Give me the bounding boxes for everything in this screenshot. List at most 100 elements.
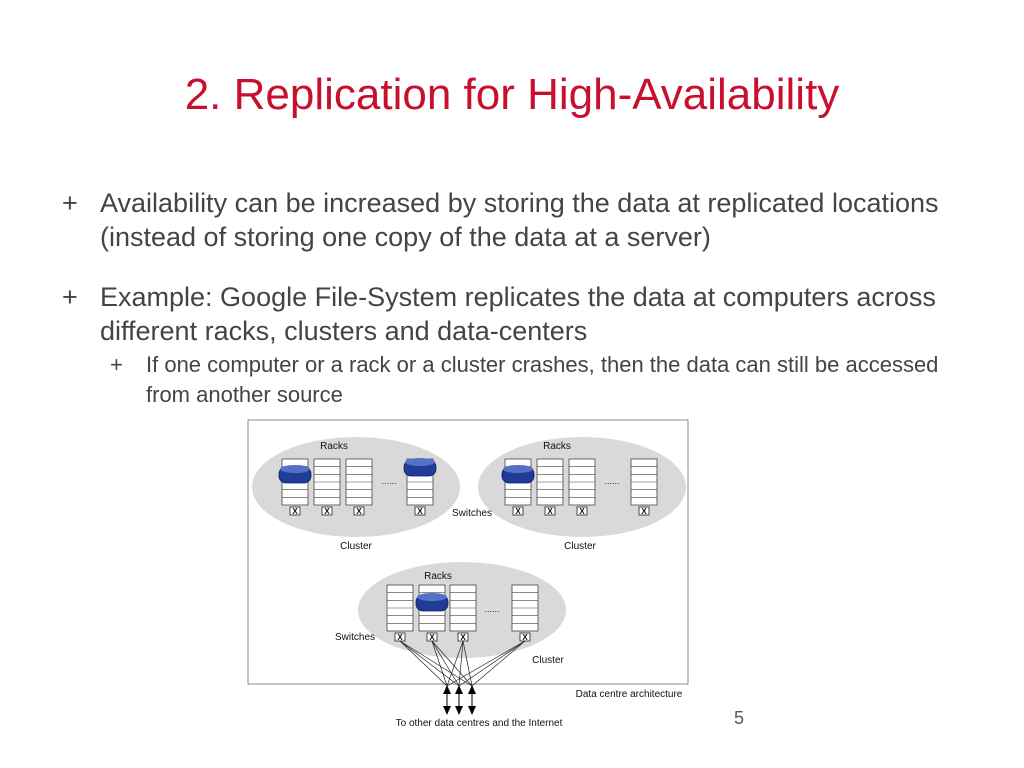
uplink-arrow-head-up-2 [455, 685, 463, 694]
subbullet-marker: + [110, 352, 123, 377]
rack-outline [281, 458, 309, 506]
cluster-left-ellipse [252, 437, 460, 537]
diagram-frame [247, 419, 689, 685]
racks-label-bottom: Racks [424, 571, 452, 582]
network-link [431, 640, 460, 687]
disk-bottom-1-top [417, 593, 447, 601]
cluster-label-left: Cluster [340, 541, 372, 552]
network-link [399, 640, 448, 687]
rack-outline [386, 584, 414, 632]
switch-mark: X [515, 507, 521, 516]
uplink-arrow-head-down-3 [468, 706, 476, 715]
switches-label-bottom: Switches [335, 632, 375, 643]
rack-right-2: X [536, 458, 564, 516]
page-number: 5 [734, 708, 745, 728]
network-link [431, 640, 473, 687]
cluster-label-bottom: Cluster [532, 655, 564, 666]
switch-mark: X [641, 507, 647, 516]
rack-outline [345, 458, 373, 506]
bullet-example: + Example: Google File-System replicates… [62, 280, 962, 348]
network-link [431, 640, 448, 687]
network-link [471, 640, 526, 687]
disk-left-1 [278, 466, 312, 484]
switch-mark: X [356, 507, 362, 516]
cluster-right-ellipse [478, 437, 686, 537]
switch-mark: X [417, 507, 423, 516]
subbullet-crash: + If one computer or a rack or a cluster… [110, 350, 980, 410]
rack-outline [568, 458, 596, 506]
rack-bottom-4: X [511, 584, 539, 642]
switches-label-middle: Switches [452, 508, 492, 519]
disk-left-1-top [280, 465, 310, 473]
rack-outline [630, 458, 658, 506]
rack-bottom-2: X [418, 584, 446, 642]
disk-bottom-1 [415, 594, 449, 612]
diagram-caption: Data centre architecture [576, 689, 683, 700]
uplink-arrow-head-up-1 [443, 685, 451, 694]
switch-box [544, 506, 556, 516]
uplink-arrow-head-up-3 [468, 685, 476, 694]
bullet-availability: + Availability can be increased by stori… [62, 186, 962, 254]
uplink-arrow-head-down-2 [455, 706, 463, 715]
switch-mark: X [324, 507, 330, 516]
disk-left-2-top [405, 458, 435, 466]
disk-right-1-top [503, 465, 533, 473]
rack-outline [504, 458, 532, 506]
external-label: To other data centres and the Internet [396, 718, 563, 729]
racks-label-right: Racks [543, 441, 571, 452]
disk-left-2 [403, 459, 437, 477]
switch-box [394, 632, 406, 642]
rack-outline [418, 584, 446, 632]
switch-box [519, 632, 531, 642]
switch-box [638, 506, 650, 516]
switch-box [576, 506, 588, 516]
rack-left-2: X [313, 458, 341, 516]
switch-mark: X [522, 633, 528, 642]
network-link [458, 640, 526, 687]
rack-right-3: X [568, 458, 596, 516]
racks-label-left: Racks [320, 441, 348, 452]
rack-dots-left: ...... [381, 476, 396, 486]
slide-title: 2. Replication for High-Availability [184, 70, 840, 119]
rack-dots-right: ...... [604, 476, 619, 486]
bullet-text: Example: Google File-System replicates t… [100, 282, 936, 346]
rack-left-4: X [406, 458, 434, 516]
rack-outline [313, 458, 341, 506]
rack-outline [449, 584, 477, 632]
bullet-marker: + [62, 282, 78, 312]
network-link [458, 640, 464, 687]
switch-box [321, 506, 333, 516]
rack-outline [511, 584, 539, 632]
switch-mark: X [460, 633, 466, 642]
rack-left-3: X [345, 458, 373, 516]
network-link [399, 640, 460, 687]
cluster-label-right: Cluster [564, 541, 596, 552]
switch-mark: X [292, 507, 298, 516]
rack-right-1: X [504, 458, 532, 516]
uplink-arrow-head-down-1 [443, 706, 451, 715]
cluster-bottom-ellipse [358, 562, 566, 658]
rack-dots-bottom: ...... [484, 604, 499, 614]
network-link [399, 640, 473, 687]
bullet-marker: + [62, 188, 78, 218]
subbullet-text: If one computer or a rack or a cluster c… [146, 352, 939, 407]
rack-left-1: X [281, 458, 309, 516]
network-link [462, 640, 473, 687]
disk-right-1 [501, 466, 535, 484]
switch-box [414, 506, 426, 516]
switch-box [426, 632, 438, 642]
rack-bottom-1: X [386, 584, 414, 642]
switch-mark: X [397, 633, 403, 642]
network-link [446, 640, 464, 687]
switch-mark: X [579, 507, 585, 516]
bullet-text: Availability can be increased by storing… [100, 188, 939, 252]
switch-box [289, 506, 301, 516]
network-link [446, 640, 526, 687]
rack-outline [406, 458, 434, 506]
switch-mark: X [547, 507, 553, 516]
rack-outline [536, 458, 564, 506]
switch-box [353, 506, 365, 516]
switch-box [457, 632, 469, 642]
rack-right-4: X [630, 458, 658, 516]
rack-bottom-3: X [449, 584, 477, 642]
